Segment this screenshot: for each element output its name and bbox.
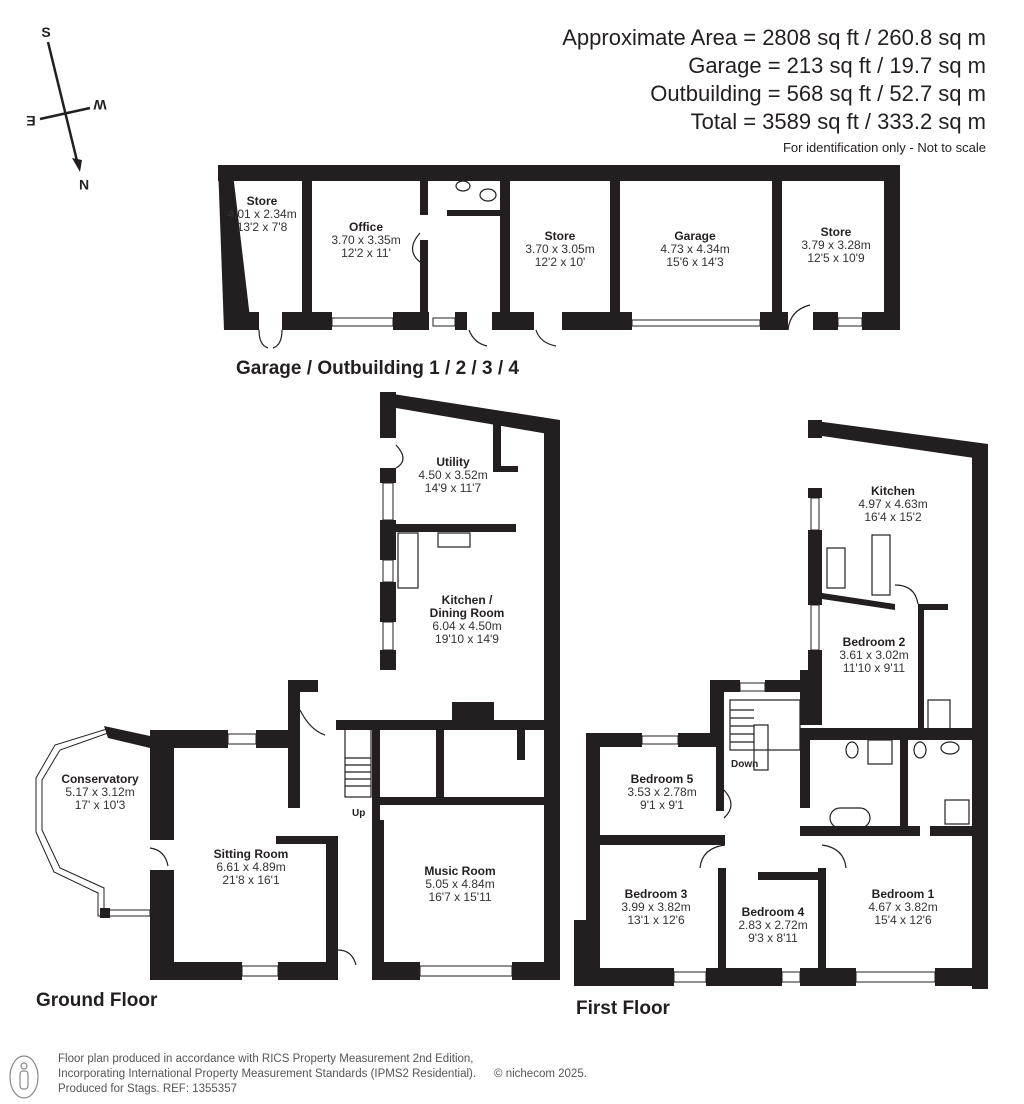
svg-text:Music Room: Music Room (424, 864, 495, 878)
room-label: Utility 4.50 x 3.52m 14'9 x 11'7 (418, 455, 487, 495)
svg-text:5.05 x 4.84m: 5.05 x 4.84m (425, 877, 494, 891)
svg-text:12'5 x 10'9: 12'5 x 10'9 (807, 251, 865, 265)
svg-text:Kitchen /: Kitchen / (442, 593, 493, 607)
svg-text:3.70 x 3.35m: 3.70 x 3.35m (331, 233, 400, 247)
svg-text:4.50 x 3.52m: 4.50 x 3.52m (418, 468, 487, 482)
staircase: Up (344, 726, 372, 819)
svg-text:Office: Office (349, 220, 383, 234)
svg-text:5.17 x 3.12m: 5.17 x 3.12m (65, 785, 134, 799)
svg-text:19'10 x 14'9: 19'10 x 14'9 (435, 632, 499, 646)
svg-text:15'6 x 14'3: 15'6 x 14'3 (666, 255, 724, 269)
person-info-icon (9, 1055, 39, 1099)
room-label: Kitchen / Dining Room 6.04 x 4.50m 19'10… (430, 593, 505, 646)
svg-text:4.01 x 2.34m: 4.01 x 2.34m (227, 207, 296, 221)
room-label: Store 3.79 x 3.28m 12'5 x 10'9 (801, 225, 870, 265)
svg-text:Store: Store (821, 225, 852, 239)
total-area: Total = 3589 sq ft / 333.2 sq m (690, 109, 986, 134)
footer-line-3: Produced for Stags. REF: 1355357 (58, 1083, 237, 1095)
room-label: Bedroom 3 3.99 x 3.82m 13'1 x 12'6 (621, 887, 690, 927)
svg-text:11'10 x 9'11: 11'10 x 9'11 (843, 661, 906, 675)
svg-text:Store: Store (545, 229, 576, 243)
first-floor-label: First Floor (576, 998, 671, 1019)
room-label: Bedroom 4 2.83 x 2.72m 9'3 x 8'11 (738, 905, 807, 945)
scale-disclaimer: For identification only - Not to scale (782, 140, 986, 155)
svg-text:12'2 x 11': 12'2 x 11' (341, 246, 391, 260)
outbuilding-floor-label: Garage / Outbuilding 1 / 2 / 3 / 4 (236, 358, 519, 379)
svg-text:4.73 x 4.34m: 4.73 x 4.34m (660, 242, 729, 256)
area-summary: Approximate Area = 2808 sq ft / 260.8 sq… (562, 24, 986, 160)
svg-text:3.70 x 3.05m: 3.70 x 3.05m (525, 242, 594, 256)
svg-text:13'1 x 12'6: 13'1 x 12'6 (627, 913, 685, 927)
svg-text:Store: Store (247, 194, 278, 208)
approximate-area: Approximate Area = 2808 sq ft / 260.8 sq… (562, 25, 986, 50)
svg-text:13'2 x 7'8: 13'2 x 7'8 (237, 220, 288, 234)
room-label: Store 4.01 x 2.34m 13'2 x 7'8 (227, 194, 296, 234)
room-label: Garage 4.73 x 4.34m 15'6 x 14'3 (660, 229, 729, 269)
garage-area: Garage = 213 sq ft / 19.7 sq m (688, 53, 986, 78)
room-label: Kitchen 4.97 x 4.63m 16'4 x 15'2 (858, 484, 927, 524)
stairs-down-label: Down (731, 759, 758, 770)
svg-text:9'1 x 9'1: 9'1 x 9'1 (640, 798, 684, 812)
svg-text:14'9 x 11'7: 14'9 x 11'7 (425, 481, 482, 495)
svg-text:15'4 x 12'6: 15'4 x 12'6 (874, 913, 932, 927)
svg-text:Kitchen: Kitchen (871, 484, 915, 498)
footer-notes: Floor plan produced in accordance with R… (58, 1052, 587, 1097)
room-label: Bedroom 2 3.61 x 3.02m 11'10 x 9'11 (839, 635, 908, 675)
svg-text:3.53 x 2.78m: 3.53 x 2.78m (627, 785, 696, 799)
svg-text:3.79 x 3.28m: 3.79 x 3.28m (801, 238, 870, 252)
compass-east: E (26, 113, 35, 129)
stairs-up-label: Up (352, 808, 365, 819)
room-label: Bedroom 1 4.67 x 3.82m 15'4 x 12'6 (868, 887, 937, 927)
room-label: Store 3.70 x 3.05m 12'2 x 10' (525, 229, 594, 269)
svg-text:21'8 x 16'1: 21'8 x 16'1 (222, 873, 280, 887)
room-label: Sitting Room 6.61 x 4.89m 21'8 x 16'1 (214, 847, 289, 887)
compass-west: W (93, 97, 107, 113)
room-label: Music Room 5.05 x 4.84m 16'7 x 15'11 (424, 864, 495, 904)
svg-text:12'2 x 10': 12'2 x 10' (535, 255, 586, 269)
svg-text:2.83 x 2.72m: 2.83 x 2.72m (738, 918, 807, 932)
ground-floor-label: Ground Floor (36, 990, 158, 1011)
room-label: Bedroom 5 3.53 x 2.78m 9'1 x 9'1 (627, 772, 696, 812)
svg-text:Bedroom 3: Bedroom 3 (625, 887, 688, 901)
svg-text:17' x 10'3: 17' x 10'3 (75, 798, 126, 812)
copyright: © nichecom 2025. (494, 1068, 587, 1080)
staircase: Down (729, 699, 801, 771)
svg-text:Conservatory: Conservatory (61, 772, 139, 786)
footer-line-1: Floor plan produced in accordance with R… (58, 1053, 474, 1065)
svg-text:4.97 x 4.63m: 4.97 x 4.63m (858, 497, 927, 511)
room-label: Conservatory 5.17 x 3.12m 17' x 10'3 (61, 772, 139, 812)
svg-text:Bedroom 2: Bedroom 2 (843, 635, 906, 649)
svg-text:Bedroom 5: Bedroom 5 (631, 772, 694, 786)
footer-line-2: Incorporating International Property Mea… (58, 1068, 477, 1080)
room-label: Office 3.70 x 3.35m 12'2 x 11' (331, 220, 400, 260)
svg-text:16'7 x 15'11: 16'7 x 15'11 (428, 890, 491, 904)
first-floor-plan: Down Kitchen 4.97 (574, 420, 988, 1019)
svg-text:Bedroom 4: Bedroom 4 (742, 905, 805, 919)
svg-text:Garage: Garage (674, 229, 716, 243)
svg-text:3.61 x 3.02m: 3.61 x 3.02m (839, 648, 908, 662)
compass-south: S (41, 24, 50, 40)
svg-text:6.61 x 4.89m: 6.61 x 4.89m (216, 860, 285, 874)
svg-text:16'4 x 15'2: 16'4 x 15'2 (864, 510, 922, 524)
outbuilding-area: Outbuilding = 568 sq ft / 52.7 sq m (650, 81, 986, 106)
outbuilding-plan: Store 4.01 x 2.34m 13'2 x 7'8 Office 3.7… (218, 165, 900, 379)
svg-text:Bedroom 1: Bedroom 1 (872, 887, 935, 901)
svg-text:Sitting Room: Sitting Room (214, 847, 289, 861)
svg-text:6.04 x 4.50m: 6.04 x 4.50m (432, 619, 501, 633)
svg-text:9'3 x 8'11: 9'3 x 8'11 (748, 931, 798, 945)
svg-text:Utility: Utility (436, 455, 470, 469)
svg-text:4.67 x 3.82m: 4.67 x 3.82m (868, 900, 937, 914)
ground-floor-plan: Up Utility 4.50 x 3.52m 14'9 x 11'7 (35, 392, 560, 1011)
svg-text:Dining Room: Dining Room (430, 606, 505, 620)
svg-text:3.99 x 3.82m: 3.99 x 3.82m (621, 900, 690, 914)
compass-north: N (79, 177, 89, 193)
compass-icon: S W E N (26, 24, 106, 193)
